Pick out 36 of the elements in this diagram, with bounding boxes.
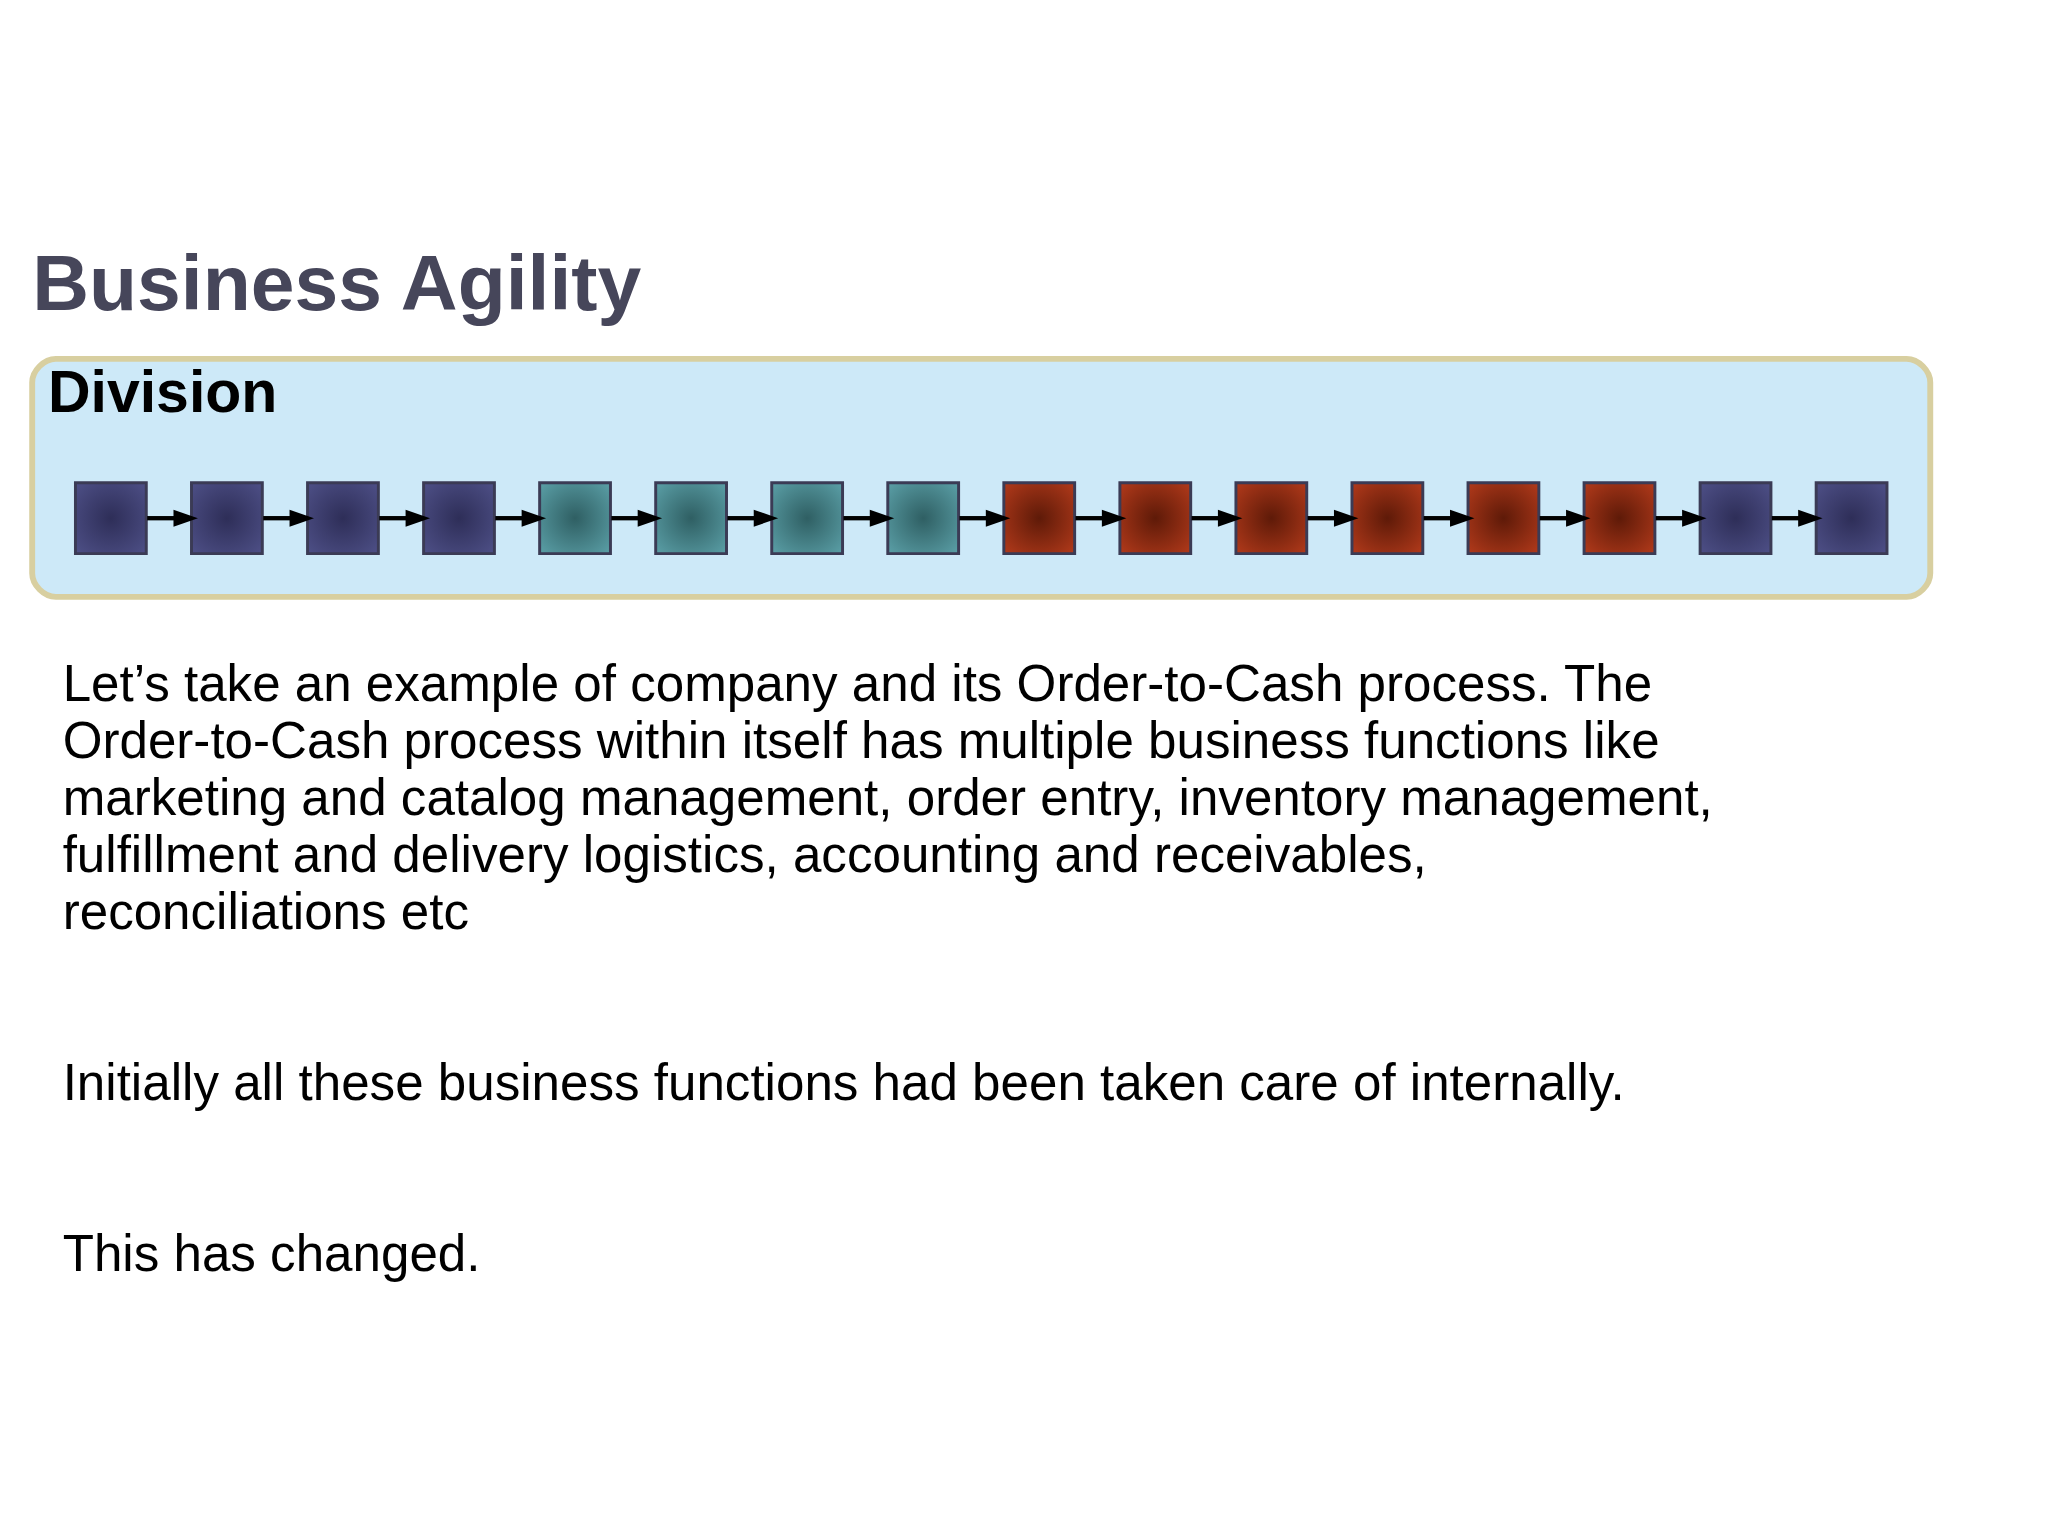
arrow bbox=[1075, 509, 1127, 527]
arrow bbox=[147, 509, 198, 527]
arrow bbox=[1655, 509, 1707, 527]
arrow bbox=[727, 509, 779, 527]
label: Let’s take an example of company and its Order-to-Cash process. The Order-to-Cash process within itself has multiple business functions like marketing and catalog management, order entry, inventory management, fulfillment and delivery logistics, accounting and receivables, reconciliations etc bbox=[62, 654, 1713, 940]
arrow bbox=[1307, 509, 1359, 527]
label: Initially all these business functions had been taken care of internally. bbox=[62, 1054, 1625, 1112]
arrow bbox=[1771, 509, 1823, 527]
node-box bbox=[1814, 481, 1889, 556]
node-box bbox=[1002, 481, 1077, 556]
arrow bbox=[1539, 509, 1591, 527]
node-box bbox=[1466, 481, 1541, 556]
node-box bbox=[306, 481, 380, 556]
arrow bbox=[379, 509, 431, 527]
node-box bbox=[538, 481, 612, 556]
arrow bbox=[611, 509, 663, 527]
node-box bbox=[886, 481, 961, 556]
arrow bbox=[263, 509, 314, 527]
diagram-title: Business Agility bbox=[32, 238, 642, 327]
node-box bbox=[422, 481, 496, 556]
node-box bbox=[1582, 481, 1657, 556]
cluster: Division bbox=[29, 355, 1934, 600]
arrow bbox=[495, 509, 547, 527]
node-box bbox=[1118, 481, 1193, 556]
node-box bbox=[190, 481, 264, 556]
arrow bbox=[1191, 509, 1243, 527]
node-box bbox=[1698, 481, 1773, 556]
arrow bbox=[959, 509, 1011, 527]
arrow bbox=[843, 509, 895, 527]
node-box bbox=[770, 481, 845, 556]
label: This has changed. bbox=[62, 1225, 481, 1283]
node-box bbox=[1234, 481, 1309, 556]
node-box bbox=[1350, 481, 1425, 556]
arrow bbox=[1423, 509, 1475, 527]
node-box bbox=[74, 481, 148, 556]
node-box bbox=[654, 481, 728, 556]
